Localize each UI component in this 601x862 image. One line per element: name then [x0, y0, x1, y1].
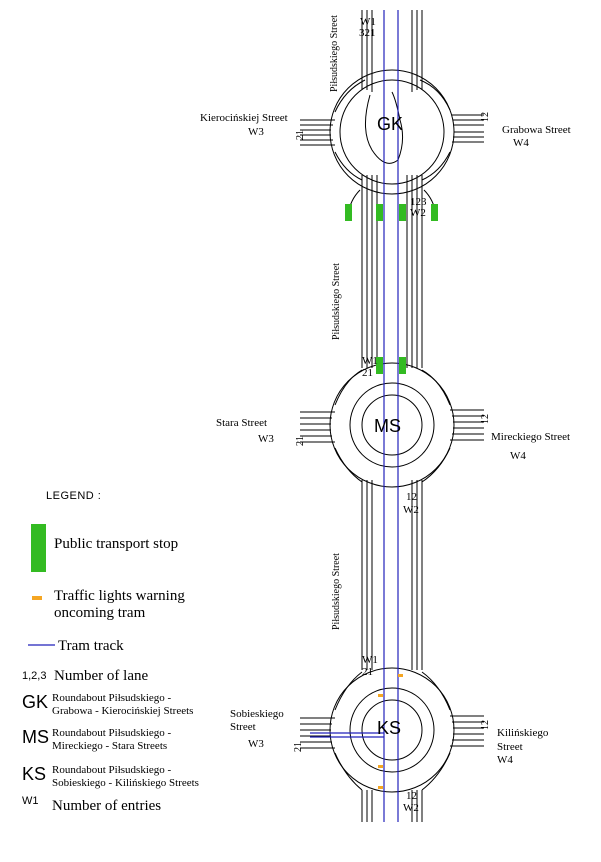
traffic-lights — [32, 596, 403, 789]
ms-north-lanes: 21 — [362, 367, 373, 379]
legend-ms-line1: Roundabout Piłsudskiego - — [52, 727, 172, 739]
legend-entry-label: Number of entries — [52, 798, 162, 814]
ks-west-street-line1: Sobieskiego — [230, 708, 284, 720]
ks-east-street-line1: Kilińskiego — [497, 727, 549, 739]
gk-east-street: Grabowa Street — [502, 124, 571, 136]
gk-west-street: Kierocińskiej Street — [200, 112, 288, 124]
gk-south-entry: W2 — [410, 207, 426, 219]
legend-ms-line2: Mireckiego - Stara Streets — [52, 740, 168, 752]
ks-west-street-line2: Street — [230, 721, 256, 733]
ms-south-lanes: 12 — [406, 491, 417, 503]
legend-stop-label: Public transport stop — [54, 536, 179, 552]
legend-ks: KS Roundabout Piłsudskiego - Sobieskiego… — [22, 764, 199, 790]
gk-west-entry: W3 — [248, 126, 264, 138]
legend-ks-symbol: KS — [22, 764, 47, 784]
legend-tram: Tram track — [58, 638, 124, 655]
ms-east-lanes: 12 — [480, 414, 491, 424]
ks-north-entry: W1 — [362, 654, 378, 666]
road-lines — [300, 10, 484, 822]
legend-stop: Public transport stop — [54, 536, 178, 553]
gk-west-lanes: 21 — [295, 130, 306, 140]
legend-gk-line1: Roundabout Piłsudskiego - — [52, 692, 172, 704]
ks-south-entry: W2 — [403, 802, 419, 814]
ms-north-entry: W1 — [362, 355, 378, 367]
legend-light-swatch — [32, 596, 42, 600]
legend-entry: W1 Number of entries — [22, 795, 161, 815]
ms-west-entry: W3 — [258, 433, 274, 445]
ms-code: MS — [374, 416, 401, 436]
gk-north-lanes: 321 — [359, 27, 376, 39]
legend-stop-swatch — [31, 524, 46, 572]
ms-east-entry: W4 — [510, 450, 526, 462]
ms-east-street: Mireckiego Street — [491, 431, 571, 443]
ks-code: KS — [377, 718, 402, 738]
legend-tram-label: Tram track — [58, 638, 124, 654]
ms-west-street: Stara Street — [216, 417, 268, 429]
legend-entry-symbol: W1 — [22, 795, 39, 807]
legend-gk: GK Roundabout Piłsudskiego - Grabowa - K… — [22, 692, 193, 718]
street-label-mid-1: Piłsudskiego Street — [331, 263, 342, 340]
street-label-mid-2: Piłsudskiego Street — [331, 553, 342, 630]
legend-lane-symbol: 1,2,3 — [22, 670, 47, 682]
legend-lane-label: Number of lane — [54, 668, 149, 684]
ks-west-entry: W3 — [248, 738, 264, 750]
legend-lights-line2: oncoming tram — [54, 605, 146, 621]
legend-lane: 1,2,3 Number of lane — [22, 668, 148, 685]
gk-north-entry: W1 — [360, 16, 376, 28]
legend-ks-line2: Sobieskiego - Kilińskiego Streets — [52, 777, 199, 789]
public-transport-stops — [31, 204, 438, 572]
ks-south-lanes: 12 — [406, 790, 417, 802]
legend-lights: Traffic lights warning oncoming tram — [54, 588, 185, 622]
ms-west-lanes: 21 — [295, 436, 306, 446]
ks-east-street-line2: Street — [497, 741, 523, 753]
ks-east-lanes: 12 — [480, 720, 491, 730]
ks-north-lanes: 21 — [362, 666, 373, 678]
legend-ms: MS Roundabout Piłsudskiego - Mireckiego … — [22, 727, 171, 753]
ks-east-entry: W4 — [497, 754, 513, 766]
gk-south-lanes: 123 — [410, 196, 427, 208]
legend-ms-symbol: MS — [22, 727, 49, 747]
ms-south-entry: W2 — [403, 504, 419, 516]
legend-ks-line1: Roundabout Piłsudskiego - — [52, 764, 172, 776]
gk-east-entry: W4 — [513, 137, 529, 149]
legend-gk-line2: Grabowa - Kierocińskiej Streets — [52, 705, 194, 717]
ks-west-lanes: 21 — [293, 742, 304, 752]
gk-north-street: Piłsudskiego Street — [329, 15, 340, 92]
gk-code: GK — [377, 114, 404, 134]
legend-gk-symbol: GK — [22, 692, 49, 712]
legend-title: LEGEND : — [46, 490, 102, 502]
tram-tracks — [310, 10, 399, 822]
legend-lights-line1: Traffic lights warning — [54, 588, 185, 604]
gk-east-lanes: 12 — [480, 112, 491, 122]
